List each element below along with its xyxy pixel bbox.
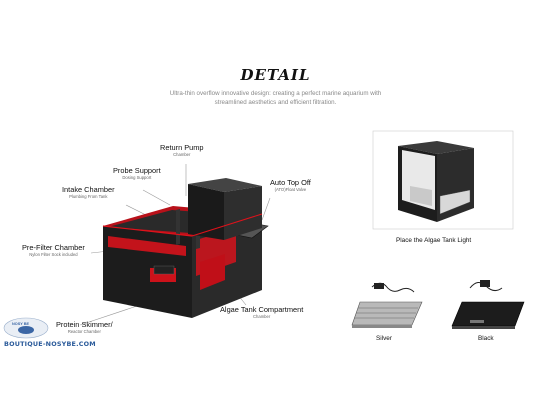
callout-pre-filter-sub: Nylon Filter Sock included [29,252,78,257]
callout-intake-chamber-sub: Plumbing From Tank [69,194,108,199]
silver-light-panel [351,282,423,328]
callout-algae-tank-label: Algae Tank Compartment [220,305,304,314]
callout-return-pump: Return Pump Chamber [160,143,204,158]
callout-protein-skimmer: Protein Skimmer/ Reactor Chamber [56,320,113,335]
watermark-logo [3,317,49,339]
callout-return-pump-sub: Chamber [173,152,191,157]
callout-auto-top-off-label: Auto Top Off [270,178,311,187]
callout-pre-filter: Pre-Filter Chamber Nylon Filter Sock inc… [22,243,85,258]
callout-intake-chamber-label: Intake Chamber [62,185,115,194]
callout-auto-top-off-sub: (ATO)Float Valve [274,187,307,192]
callout-intake-chamber: Intake Chamber Plumbing From Tank [62,185,115,200]
algae-light-box [372,130,514,230]
callout-auto-top-off: Auto Top Off (ATO)Float Valve [270,178,311,193]
page-title: DETAIL [240,66,311,84]
black-light-panel [451,280,525,329]
callout-probe-support: Probe Support Dosing Support [113,166,161,181]
page-subtitle: Ultra-thin overflow innovative design: c… [150,90,401,107]
callout-pre-filter-label: Pre-Filter Chamber [22,243,85,252]
callout-return-pump-label: Return Pump [160,143,204,152]
callout-probe-support-sub: Dosing Support [122,175,152,180]
black-label: Black [478,335,494,342]
callout-algae-tank: Algae Tank Compartment Chamber [220,305,303,320]
silver-label: Silver [376,335,392,342]
callout-protein-skimmer-sub: Reactor Chamber [67,329,101,334]
subtitle-line-2: streamlined aesthetics and efficient fil… [214,98,337,106]
watermark-logo-text: NOSY BE [12,322,30,326]
sump-tank [102,178,269,318]
subtitle-line-1: Ultra-thin overflow innovative design: c… [169,90,382,97]
algae-light-caption: Place the Algae Tank Light [396,237,472,244]
callout-probe-support-label: Probe Support [113,166,161,175]
watermark-site: BOUTIQUE-NOSYBE.COM [4,340,96,348]
callout-protein-skimmer-label: Protein Skimmer/ [56,320,113,329]
callout-algae-tank-sub: Chamber [253,314,271,319]
